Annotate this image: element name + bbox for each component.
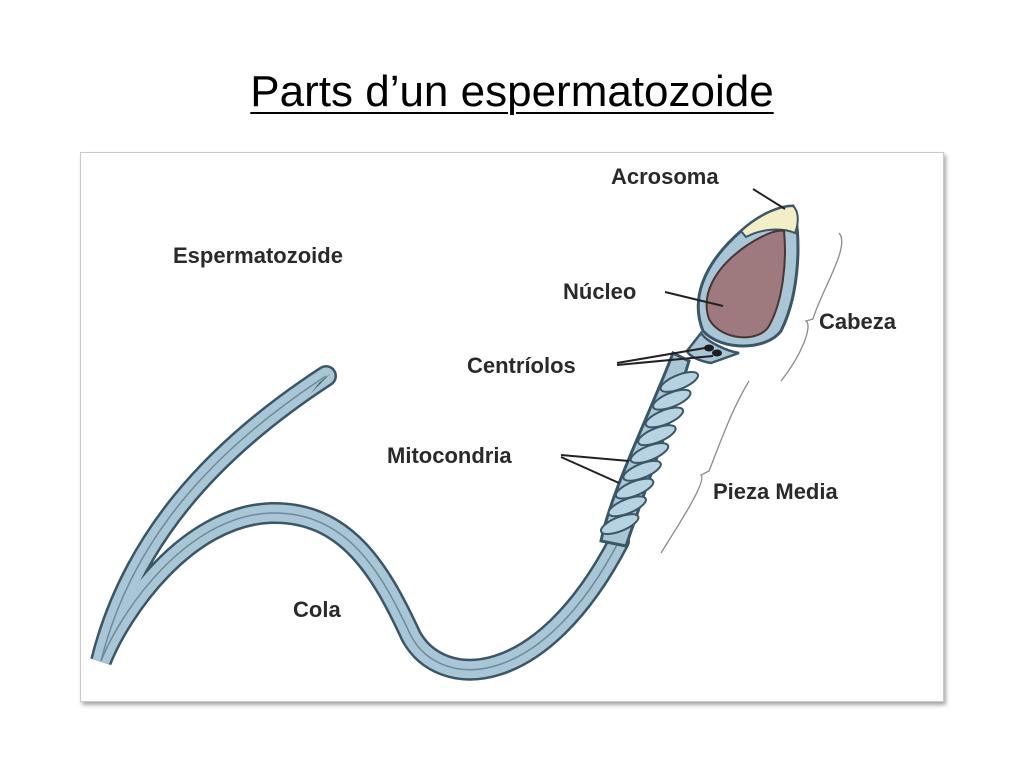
tail-outline — [90, 365, 630, 681]
label-espermatozoide: Espermatozoide — [173, 243, 343, 268]
tail — [90, 365, 630, 681]
centriole-2 — [712, 349, 722, 357]
mitochondrion — [644, 406, 685, 429]
label-cabeza: Cabeza — [819, 309, 897, 334]
label-acrosoma: Acrosoma — [611, 164, 719, 189]
mitochondria-rings — [599, 370, 700, 536]
mitochondrion — [629, 442, 670, 464]
sperm-diagram: Espermatozoide Acrosoma Núcleo Centríolo… — [90, 164, 897, 681]
mitochondrion — [622, 459, 662, 482]
mitocondria-leader-1 — [560, 454, 630, 462]
neck — [685, 330, 740, 365]
mitochondrion — [652, 388, 692, 411]
mitochondrion — [599, 513, 640, 536]
label-mitocondria: Mitocondria — [387, 443, 512, 468]
slide-title: Parts d’un espermatozoide — [250, 67, 774, 116]
label-pieza-media: Pieza Media — [713, 479, 838, 504]
label-centriolos: Centríolos — [467, 353, 576, 378]
mitochondrion — [607, 495, 647, 518]
mitochondrion — [637, 424, 677, 447]
nucleus — [705, 229, 786, 339]
mitochondrion — [614, 477, 655, 500]
nucleo-leader — [664, 291, 724, 307]
tail-core-line — [100, 375, 620, 671]
tail-tip — [311, 373, 331, 393]
centriolos-leader-2 — [616, 355, 714, 366]
label-nucleo: Núcleo — [563, 279, 636, 304]
pieza-media-brace — [660, 380, 750, 554]
mitocondria-leader-2 — [560, 456, 620, 484]
midpiece — [599, 350, 700, 548]
centriole-1 — [704, 344, 714, 352]
cabeza-brace — [780, 232, 843, 382]
acrosoma-leader — [752, 188, 786, 210]
acrosome — [739, 204, 799, 239]
label-cola: Cola — [293, 597, 341, 622]
figure-frame: Espermatozoide Acrosoma Núcleo Centríolo… — [80, 152, 944, 702]
centriolos-leader-1 — [616, 347, 706, 364]
mitochondrion — [659, 370, 700, 393]
head — [696, 204, 800, 348]
